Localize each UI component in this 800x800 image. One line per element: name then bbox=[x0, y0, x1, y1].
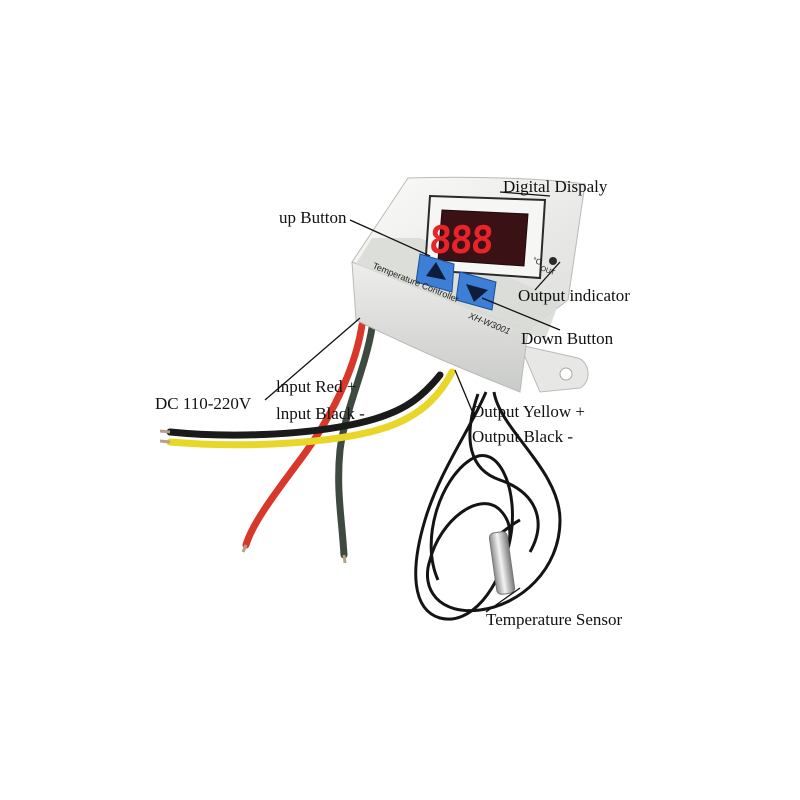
label-up-button: up Button bbox=[279, 208, 347, 227]
wire-red bbox=[241, 321, 366, 553]
out-mark: OUT bbox=[539, 265, 556, 277]
wire-yellow bbox=[159, 368, 456, 449]
digital-display: 888 bbox=[428, 209, 529, 267]
unit-mark: °C bbox=[531, 255, 543, 267]
output-indicator-led bbox=[549, 257, 557, 265]
label-output-indicator: Output indicator bbox=[518, 286, 630, 305]
label-output-black: Output Black - bbox=[472, 427, 574, 446]
wire-gray-black bbox=[335, 324, 376, 564]
label-input-black: lnput Black - bbox=[276, 404, 365, 423]
down-arrow-icon bbox=[466, 284, 488, 302]
label-output-yellow: Output Yellow + bbox=[472, 402, 586, 421]
label-temperature-sensor: Temperature Sensor bbox=[486, 610, 623, 629]
label-down-button: Down Button bbox=[521, 329, 614, 348]
temperature-probe bbox=[488, 518, 521, 595]
label-digital-display: Digital Dispaly bbox=[503, 177, 608, 196]
label-dc-voltage: DC 110-220V bbox=[155, 394, 252, 413]
up-arrow-icon bbox=[426, 262, 446, 280]
label-input-red: lnput Red + bbox=[276, 377, 357, 396]
display-digits: 888 bbox=[428, 218, 494, 262]
up-button[interactable] bbox=[415, 253, 455, 293]
wire-black bbox=[159, 371, 444, 439]
leader-lines bbox=[264, 191, 561, 613]
down-button[interactable] bbox=[455, 271, 497, 311]
sensor-cable bbox=[414, 391, 562, 621]
